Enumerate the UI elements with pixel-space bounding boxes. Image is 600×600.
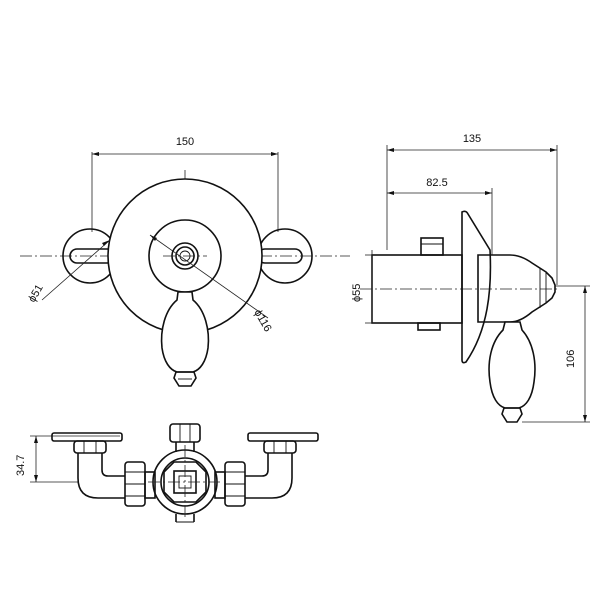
label-dia-small: ϕ51 [26, 283, 46, 305]
bottom-view: 34.7 [15, 423, 319, 523]
right-union-nut [214, 461, 246, 507]
front-view: 150 ϕ [20, 136, 350, 387]
central-valve-body [148, 445, 222, 520]
bottom-tail [175, 514, 195, 523]
top-outlet-fitting [169, 423, 201, 452]
label-side-height: 106 [565, 350, 577, 368]
backplate-profile [461, 210, 492, 364]
dimension-bottom-height: 34.7 [15, 435, 120, 483]
label-dia-large: ϕ116 [251, 308, 273, 335]
label-front-width: 150 [176, 136, 194, 148]
side-view: 135 82.5 [351, 133, 590, 423]
valve-body [360, 237, 560, 331]
label-bottom-height: 34.7 [15, 455, 27, 476]
label-side-dia: ϕ55 [351, 284, 363, 302]
left-inlet-assembly [51, 432, 125, 499]
label-side-offset: 82.5 [426, 177, 447, 189]
label-side-depth: 135 [463, 133, 481, 145]
dimension-side-offset: 82.5 [387, 177, 493, 255]
dimension-side-height: 106 [522, 285, 590, 423]
dimension-side-dia: ϕ55 [351, 250, 373, 324]
left-union-nut [124, 461, 156, 507]
lever-handle [160, 291, 210, 387]
right-inlet-assembly [245, 432, 319, 499]
dimension-side-depth: 135 [386, 133, 558, 285]
dimension-front-width: 150 [91, 136, 279, 232]
side-handle [488, 321, 536, 423]
